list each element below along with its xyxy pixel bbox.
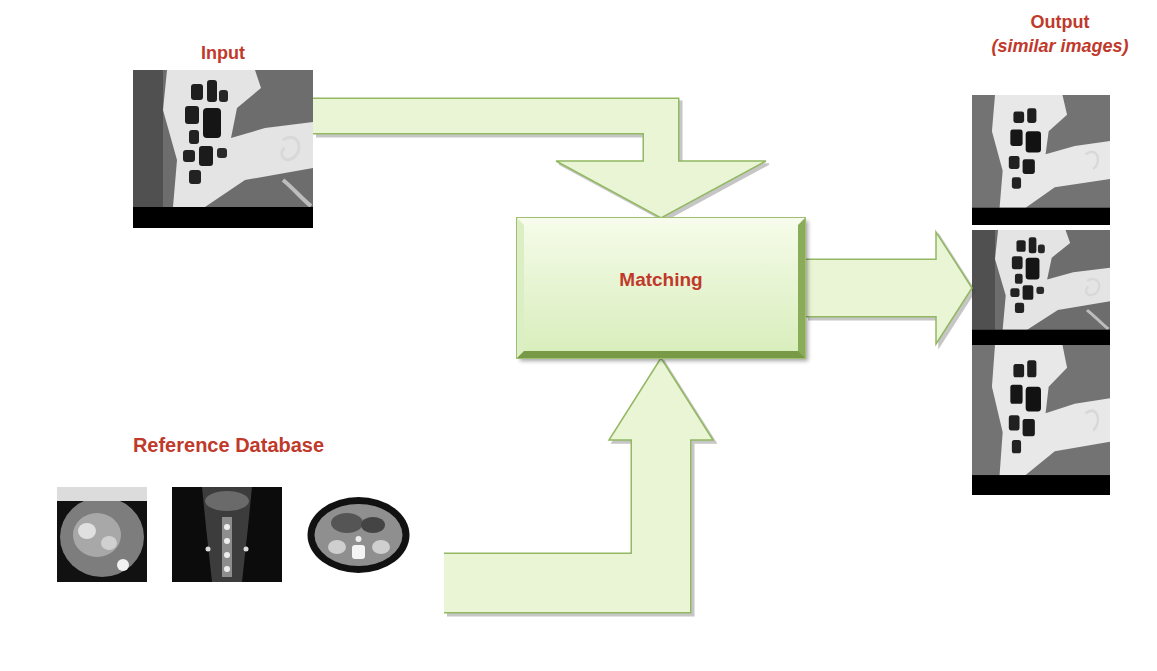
arrow-body <box>444 358 713 583</box>
cylinder-body <box>13 368 444 659</box>
database-cylinder-shape <box>10 318 447 662</box>
block-arrow <box>313 116 769 221</box>
ct-image <box>972 345 1110 495</box>
arrow-shaft-fill <box>313 116 661 164</box>
output-subtitle: (similar images) <box>991 35 1128 57</box>
arrow-shaft-fill <box>444 437 661 583</box>
arrow-body <box>313 116 766 218</box>
output-panel: Output(similar images) <box>970 5 1150 495</box>
ct-image <box>172 487 282 582</box>
cylinder-top <box>13 321 444 415</box>
output-label: Output <box>1031 11 1090 33</box>
ct-image <box>57 487 147 582</box>
database-label: Reference Database <box>133 434 324 456</box>
ct-image <box>307 487 410 582</box>
arrow-head <box>609 358 713 440</box>
matching-box: Matching <box>517 218 805 358</box>
database-cylinder: Reference Database <box>10 318 447 662</box>
input-panel: Input <box>133 38 313 228</box>
ct-image <box>972 230 1110 345</box>
block-arrow <box>805 232 975 347</box>
arrow-head <box>936 232 972 344</box>
block-arrow <box>444 358 716 586</box>
arrow-shaft-fill <box>805 260 939 316</box>
arrow-body <box>805 232 972 344</box>
ct-image <box>133 70 313 228</box>
ct-image <box>972 95 1110 225</box>
arrow-head <box>556 161 766 218</box>
input-label: Input <box>201 42 245 64</box>
matching-label: Matching <box>619 269 702 291</box>
